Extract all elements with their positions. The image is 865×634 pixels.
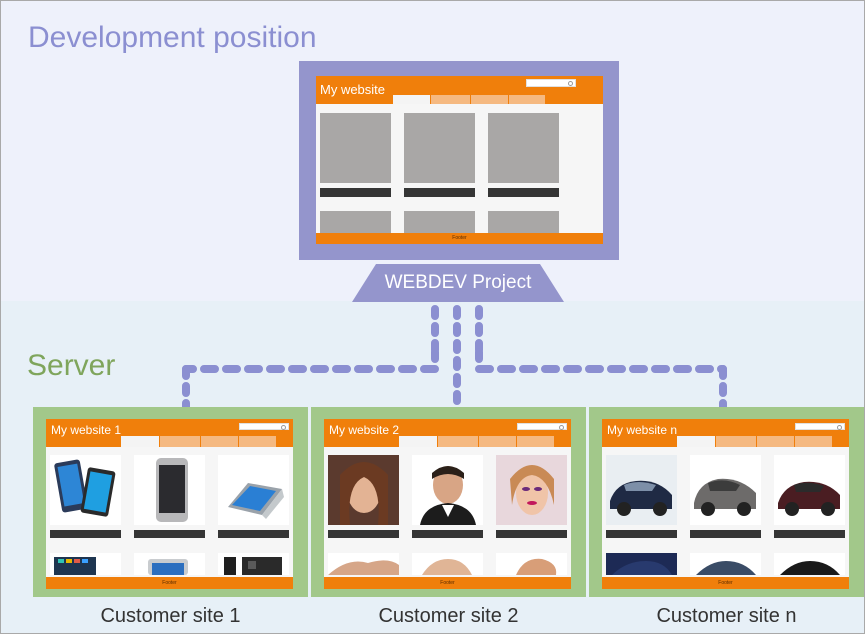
caption-bar xyxy=(404,188,475,197)
caption-bar xyxy=(774,530,845,538)
site-footer: Footer xyxy=(46,577,293,589)
site-title: My website 2 xyxy=(329,423,400,437)
tablet-photo xyxy=(218,455,289,525)
nav-tab xyxy=(794,436,832,447)
car-photo xyxy=(690,455,761,525)
nav-tab-active xyxy=(677,436,715,447)
search-field xyxy=(517,423,567,430)
caption-bar xyxy=(50,530,121,538)
site-footer: Footer xyxy=(324,577,571,589)
site-title: My website n xyxy=(607,423,678,437)
nav-tab-active xyxy=(399,436,437,447)
monitor-screen: My website Footer xyxy=(316,76,603,244)
search-field xyxy=(239,423,289,430)
content-block xyxy=(404,113,475,183)
phone-photo xyxy=(134,553,205,575)
customer-screen-n: My website n xyxy=(602,419,849,589)
portrait-photo xyxy=(496,553,567,575)
portrait-photo xyxy=(412,553,483,575)
caption-bar xyxy=(134,530,205,538)
search-field xyxy=(526,79,576,87)
caption-bar xyxy=(328,530,399,538)
project-stand: WEBDEV Project xyxy=(352,264,564,302)
nav-tab-active xyxy=(393,95,430,104)
nav-tab xyxy=(470,95,509,104)
nav-tab xyxy=(478,436,517,447)
nav-tab xyxy=(159,436,201,447)
content-block xyxy=(320,211,391,233)
car-photo xyxy=(690,553,761,575)
phone-photo xyxy=(50,455,121,525)
site-header: My website 1 xyxy=(46,419,293,447)
caption-bar xyxy=(218,530,289,538)
customer-screen-1: My website 1 xyxy=(46,419,293,589)
caption-bar xyxy=(320,188,391,197)
caption-bar xyxy=(690,530,761,538)
site-title: My website xyxy=(320,82,386,97)
site-title: My website 1 xyxy=(51,423,122,437)
main-website-mock: My website Footer xyxy=(316,76,603,244)
content-block xyxy=(488,211,559,233)
phone-photo xyxy=(50,553,121,575)
project-stand-shape xyxy=(352,264,564,302)
phone-photo xyxy=(134,455,205,525)
customer-caption-1: Customer site 1 xyxy=(100,605,241,627)
caption-bar xyxy=(488,188,559,197)
customer-site-2: My website 2 xyxy=(311,407,586,597)
nav-tab xyxy=(516,436,554,447)
car-photo xyxy=(606,455,677,525)
phone-photo xyxy=(218,553,289,575)
developer-monitor: My website Footer xyxy=(299,61,619,260)
site-footer: Footer xyxy=(316,233,603,244)
car-photo xyxy=(774,553,845,575)
site-footer: Footer xyxy=(602,577,849,589)
nav-tab xyxy=(430,95,471,104)
portrait-photo xyxy=(328,553,399,575)
development-title: Development position xyxy=(28,21,317,54)
portrait-photo xyxy=(328,455,399,525)
customer-website-mock-2: My website 2 xyxy=(324,419,571,589)
nav-tab xyxy=(756,436,795,447)
portrait-photo xyxy=(496,455,567,525)
search-field xyxy=(795,423,845,430)
car-photo xyxy=(606,553,677,575)
caption-bar xyxy=(496,530,567,538)
nav-tab xyxy=(200,436,239,447)
nav-tab xyxy=(715,436,757,447)
nav-tab-active xyxy=(121,436,159,447)
content-block xyxy=(404,211,475,233)
project-label: WEBDEV Project xyxy=(384,272,532,293)
customer-website-mock-n: My website n xyxy=(602,419,849,589)
portrait-photo xyxy=(412,455,483,525)
customer-website-mock-1: My website 1 xyxy=(46,419,293,589)
site-header: My website 2 xyxy=(324,419,571,447)
customer-site-1: My website 1 xyxy=(33,407,308,597)
nav-tab xyxy=(508,95,545,104)
site-header: My website xyxy=(316,76,603,104)
customer-caption-n: Customer site n xyxy=(656,605,797,627)
caption-bar xyxy=(606,530,677,538)
nav-tab xyxy=(437,436,479,447)
content-block xyxy=(488,113,559,183)
customer-caption-2: Customer site 2 xyxy=(378,605,519,627)
customer-screen-2: My website 2 xyxy=(324,419,571,589)
content-block xyxy=(320,113,391,183)
caption-bar xyxy=(412,530,483,538)
customer-site-n: My website n xyxy=(589,407,864,597)
site-header: My website n xyxy=(602,419,849,447)
car-photo xyxy=(774,455,845,525)
server-title: Server xyxy=(27,349,116,382)
nav-tab xyxy=(238,436,276,447)
